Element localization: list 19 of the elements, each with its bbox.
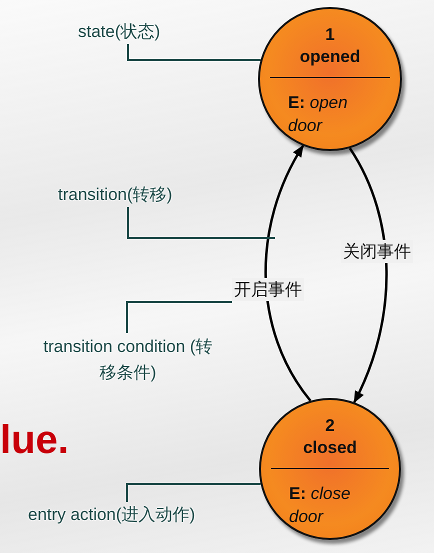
state-name: closed xyxy=(302,438,358,458)
edge-label: 开启事件 xyxy=(232,278,304,301)
state-name: opened xyxy=(298,47,362,67)
state-number: 2 xyxy=(324,416,336,436)
transition-arrow xyxy=(348,148,388,404)
leader-line xyxy=(126,301,232,333)
annotation-label: state(状态) xyxy=(78,20,160,43)
entry-action-text: E: close door xyxy=(289,483,352,528)
annotation-label: transition condition (转移条件) xyxy=(38,334,218,386)
annotation-label: entry action(进入动作) xyxy=(28,503,196,526)
state-number: 1 xyxy=(324,25,336,45)
leader-line xyxy=(127,44,261,61)
leader-line xyxy=(126,483,261,502)
leader-line xyxy=(127,207,275,239)
annotation-label: transition(转移) xyxy=(58,183,172,206)
edge-label: 关闭事件 xyxy=(341,240,413,263)
transition-arrow xyxy=(264,144,312,402)
entry-action-text: E: open door xyxy=(288,92,349,137)
slide-heading-fragment: lue. xyxy=(0,418,69,463)
